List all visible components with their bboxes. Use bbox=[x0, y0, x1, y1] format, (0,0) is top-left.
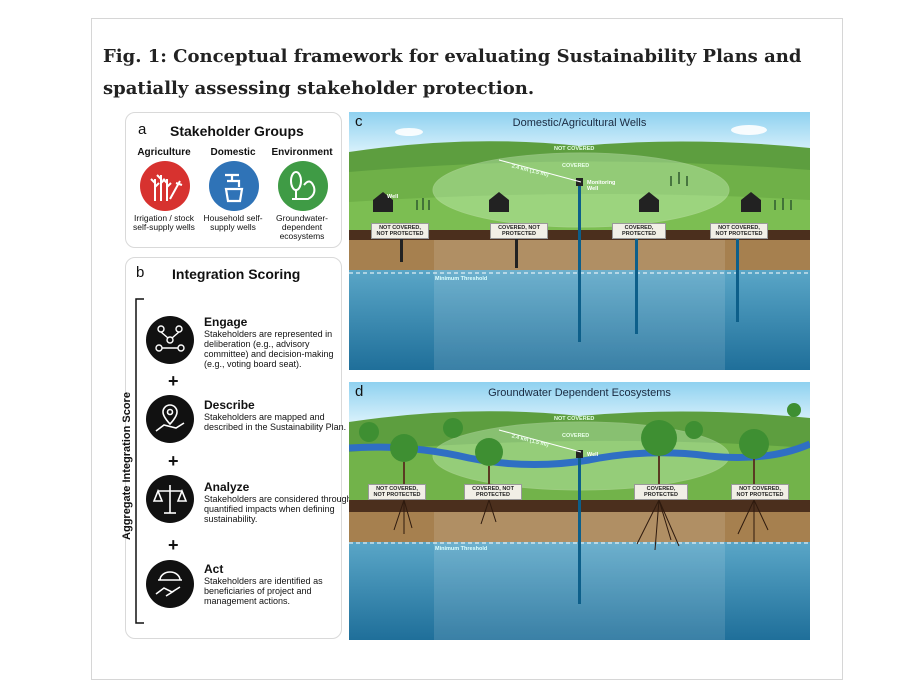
step-act-head: Act bbox=[204, 562, 224, 576]
domestic-wells-illustration bbox=[349, 112, 810, 370]
minimum-threshold-label: Minimum Threshold bbox=[435, 276, 488, 282]
well-label: Well bbox=[387, 194, 399, 200]
plus-sign: + bbox=[168, 451, 179, 471]
figure-title: Fig. 1: Conceptual framework for evaluat… bbox=[103, 46, 802, 99]
trees-icon bbox=[278, 161, 328, 211]
integration-scoring-title: Integration Scoring bbox=[172, 266, 301, 282]
step-analyze-head: Analyze bbox=[204, 480, 250, 494]
group-domestic-name: Domestic bbox=[210, 147, 256, 158]
gde-scene: d Groundwater Dependent Ecosystems NOT C… bbox=[349, 382, 810, 640]
status-tag: COVERED, NOT PROTECTED bbox=[490, 223, 548, 239]
aggregate-score-label: Aggregate Integration Score bbox=[121, 392, 133, 540]
step-engage-head: Engage bbox=[204, 315, 248, 329]
panel-a-letter: a bbox=[138, 121, 147, 138]
people-network-icon bbox=[146, 316, 194, 364]
panel-c-letter: c bbox=[355, 113, 363, 130]
group-environment-name: Environment bbox=[271, 147, 333, 158]
step-describe-head: Describe bbox=[204, 398, 255, 412]
stakeholder-groups-panel: a Stakeholder Groups Agriculture Irrigat… bbox=[125, 112, 342, 248]
panel-d-letter: d bbox=[355, 383, 364, 400]
score-bracket bbox=[135, 298, 144, 624]
step-analyze-text: Stakeholders are considered through quan… bbox=[204, 494, 352, 524]
plus-sign: + bbox=[168, 371, 179, 391]
status-tag: COVERED, PROTECTED bbox=[612, 223, 666, 239]
step-act-text: Stakeholders are identified as beneficia… bbox=[204, 576, 323, 606]
panel-c-title: Domestic/Agricultural Wells bbox=[512, 117, 647, 129]
group-agriculture-name: Agriculture bbox=[137, 147, 191, 158]
balance-scale-icon bbox=[146, 475, 194, 523]
not-covered-label: NOT COVERED bbox=[554, 146, 595, 152]
status-tag: NOT COVERED, NOT PROTECTED bbox=[368, 484, 426, 500]
faucet-icon bbox=[209, 161, 259, 211]
group-environment-sub: Groundwater-dependent ecosystems bbox=[276, 213, 328, 241]
step-engage-text: Stakeholders are represented in delibera… bbox=[204, 329, 334, 369]
stakeholder-groups-title: Stakeholder Groups bbox=[170, 123, 304, 139]
domestic-wells-scene: c Domestic/Agricultural Wells NOT COVERE… bbox=[349, 112, 810, 370]
group-domestic-sub: Household self-supply wells bbox=[203, 213, 263, 232]
covered-label: COVERED bbox=[562, 163, 590, 169]
status-tag: COVERED, PROTECTED bbox=[634, 484, 688, 500]
status-tag: NOT COVERED, NOT PROTECTED bbox=[710, 223, 768, 239]
integration-scoring-panel: b Integration Scoring Engage Stakeholder… bbox=[125, 257, 352, 639]
panel-b-letter: b bbox=[136, 264, 145, 281]
group-agriculture-sub: Irrigation / stock self-supply wells bbox=[133, 213, 195, 232]
step-describe-text: Stakeholders are mapped and described in… bbox=[204, 412, 347, 432]
monitoring-well-label: Monitoring Well bbox=[587, 180, 616, 192]
crops-icon bbox=[140, 161, 190, 211]
well-label: Well bbox=[587, 452, 599, 458]
handshake-icon bbox=[146, 560, 194, 608]
gde-illustration bbox=[349, 382, 810, 640]
status-tag: COVERED, NOT PROTECTED bbox=[464, 484, 522, 500]
plus-sign: + bbox=[168, 535, 179, 555]
panel-d-title: Groundwater Dependent Ecosystems bbox=[488, 387, 671, 399]
status-tag: NOT COVERED, NOT PROTECTED bbox=[371, 223, 429, 239]
covered-label: COVERED bbox=[562, 433, 590, 439]
not-covered-label: NOT COVERED bbox=[554, 416, 595, 422]
map-pin-icon bbox=[146, 395, 194, 443]
minimum-threshold-label: Minimum Threshold bbox=[435, 546, 488, 552]
status-tag: NOT COVERED, NOT PROTECTED bbox=[731, 484, 789, 500]
